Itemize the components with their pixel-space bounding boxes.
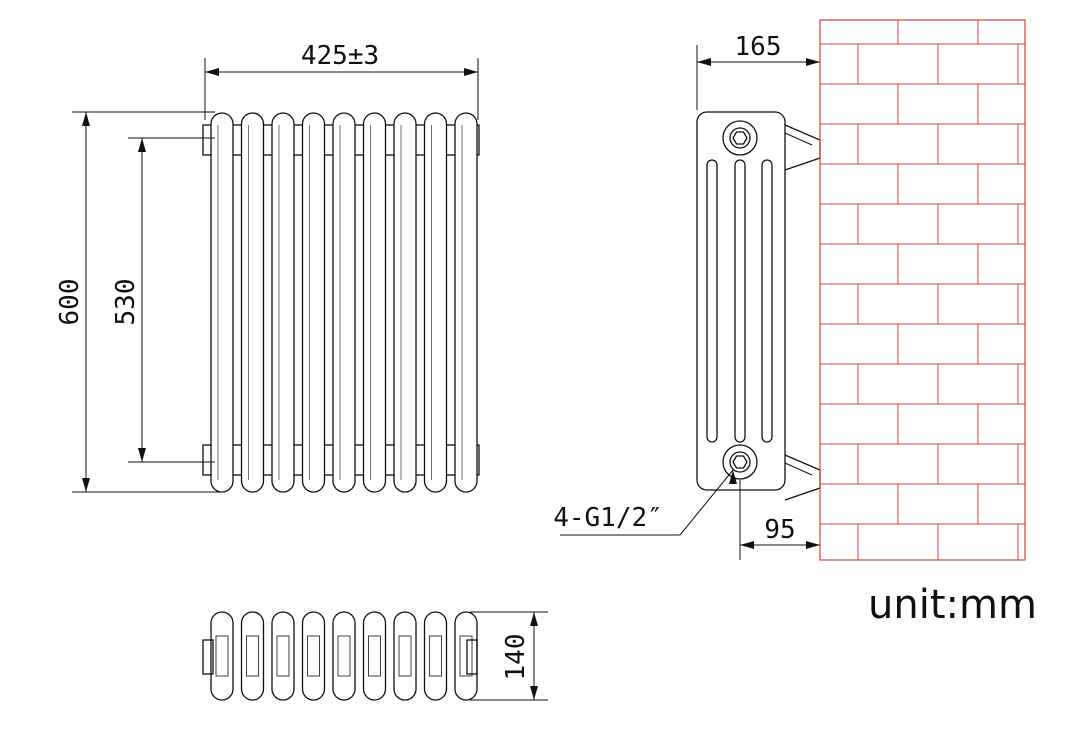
connection-port-icon <box>722 444 758 480</box>
arrow-icon <box>530 686 538 700</box>
depth-dimension-label: 165 <box>735 32 782 62</box>
radiator-column <box>210 112 234 493</box>
top-view-column <box>240 611 265 701</box>
arrow-icon <box>82 112 90 126</box>
wall-outline <box>819 19 1026 561</box>
top-view <box>202 611 478 701</box>
radiator-column <box>393 112 417 493</box>
width-dimension-label: 425±3 <box>301 41 379 71</box>
top-depth-label: 140 <box>501 634 531 681</box>
arrow-icon <box>530 612 538 626</box>
center-distance-label: 530 <box>111 279 141 326</box>
top-view-column-inner <box>368 635 381 677</box>
top-view-column-inner <box>337 635 351 677</box>
connection-nut <box>732 455 748 469</box>
top-view-column-inner <box>276 635 290 677</box>
wall-bracket-detail <box>784 462 813 476</box>
side-view <box>696 111 821 501</box>
top-view-plug-right <box>466 639 478 675</box>
connection-nut <box>732 131 748 145</box>
arrow-icon <box>806 541 820 549</box>
front-view <box>202 112 480 493</box>
radiator-column <box>271 112 295 493</box>
leader-line <box>679 469 734 536</box>
arrow-icon <box>806 58 820 66</box>
radiator-column <box>454 112 478 493</box>
top-view-column <box>393 611 417 701</box>
connection-port-inner <box>729 451 751 473</box>
radiator-column <box>332 112 356 493</box>
top-view-column <box>301 611 326 701</box>
top-view-column <box>332 611 356 701</box>
top-view-plug-left <box>202 639 214 675</box>
radiator-column <box>301 112 326 493</box>
wall-bracket <box>784 454 821 501</box>
leader-arrow-icon <box>729 470 737 484</box>
arrow-icon <box>740 541 754 549</box>
top-view-column <box>271 611 295 701</box>
top-view-column <box>454 611 478 701</box>
arrow-icon <box>697 58 711 66</box>
side-view-slot <box>706 159 718 443</box>
top-view-column-inner <box>429 635 442 677</box>
wall-bracket-detail <box>784 132 813 146</box>
side-view-body <box>696 111 786 491</box>
wall-bracket <box>784 124 821 171</box>
top-view-column-inner <box>398 635 412 677</box>
arrow-icon <box>138 138 146 152</box>
top-view-column-inner <box>246 635 259 677</box>
top-view-column-inner <box>215 635 229 677</box>
top-view-column <box>423 611 448 701</box>
radiator-column <box>423 112 448 493</box>
top-view-column-inner <box>307 635 320 677</box>
connection-port-inner <box>729 127 751 149</box>
arrow-icon <box>205 68 219 76</box>
unit-label: unit:mm <box>868 582 1037 628</box>
top-view-column <box>362 611 387 701</box>
wall-distance-label: 95 <box>764 515 795 545</box>
top-view-column-inner <box>459 635 473 677</box>
radiator-column <box>362 112 387 493</box>
height-dimension-label: 600 <box>55 279 85 326</box>
radiator-column <box>240 112 265 493</box>
dimension-lines <box>72 45 820 701</box>
arrow-icon <box>82 478 90 492</box>
arrow-icon <box>138 448 146 462</box>
side-view-slot <box>761 159 773 443</box>
connection-label: 4-G1/2″ <box>553 503 663 533</box>
top-view-column <box>210 611 234 701</box>
brick-wall <box>819 19 1026 561</box>
arrow-icon <box>464 68 478 76</box>
side-view-slot <box>734 159 746 443</box>
connection-port-icon <box>722 120 758 156</box>
